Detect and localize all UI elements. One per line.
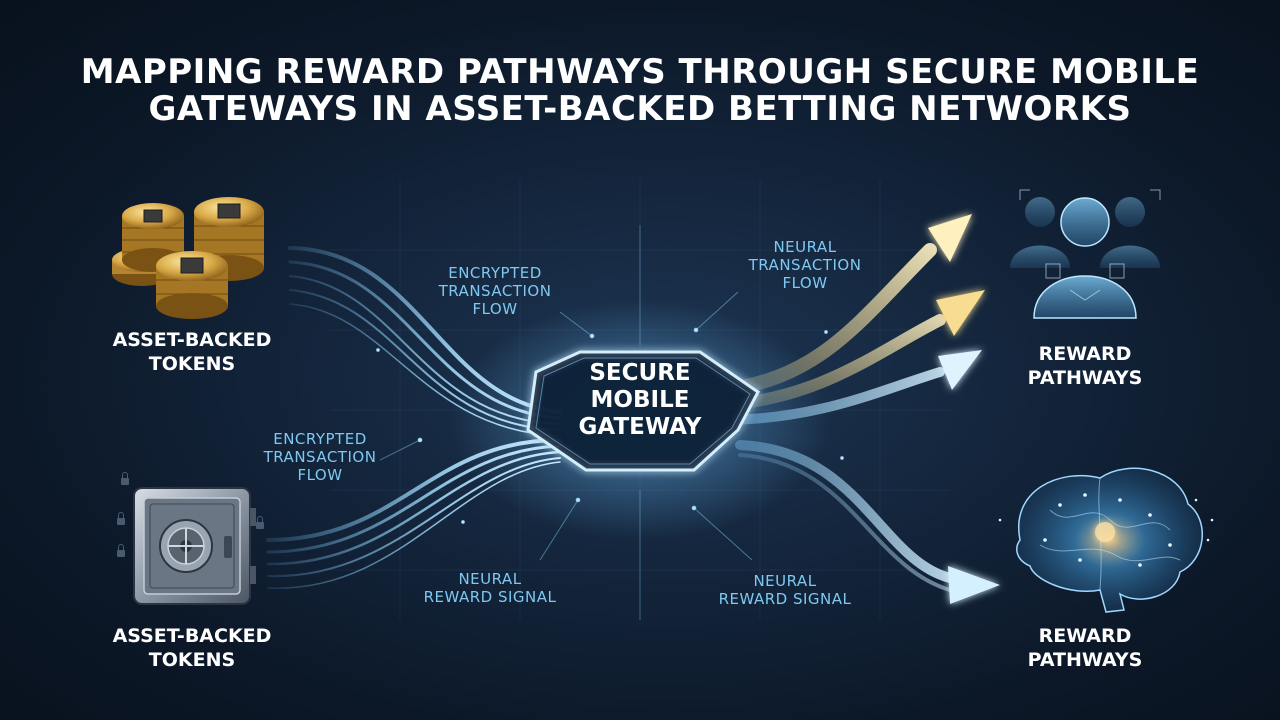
lock-icon xyxy=(117,512,125,525)
flow-label-neural-bottom-left: Neural Reward Signal xyxy=(423,570,557,606)
flow-label-encrypted-top: Encrypted Transaction Flow xyxy=(438,264,552,318)
gold-coins-icon xyxy=(112,197,264,319)
page-title-line-2: Gateways in Asset-Backed Betting Network… xyxy=(148,89,1132,129)
flow-label-neural-top: Neural Transaction Flow xyxy=(748,238,862,292)
tokens-bottom-label: Asset-Backed Tokens xyxy=(112,625,272,671)
gateway-hexagon xyxy=(450,225,830,620)
rewards-top-label: Reward Pathways xyxy=(1027,343,1143,389)
vault-safe-icon xyxy=(133,487,256,605)
flow-label-neural-bottom-right: Neural Reward Signal xyxy=(718,572,852,608)
flow-label-encrypted-left: Encrypted Transaction Flow xyxy=(263,430,377,484)
tokens-top-label: Asset-Backed Tokens xyxy=(112,329,272,375)
lock-icon xyxy=(256,516,264,529)
page-title-line-1: Mapping Reward Pathways Through Secure M… xyxy=(80,52,1200,92)
neural-brain-icon xyxy=(998,467,1214,613)
rewards-bottom-label: Reward Pathways xyxy=(1027,625,1143,671)
lock-icon xyxy=(121,472,129,485)
gateway-label: Secure Mobile Gateway xyxy=(578,360,702,440)
user-avatars-icon xyxy=(1010,189,1161,319)
lock-icon xyxy=(117,544,125,557)
